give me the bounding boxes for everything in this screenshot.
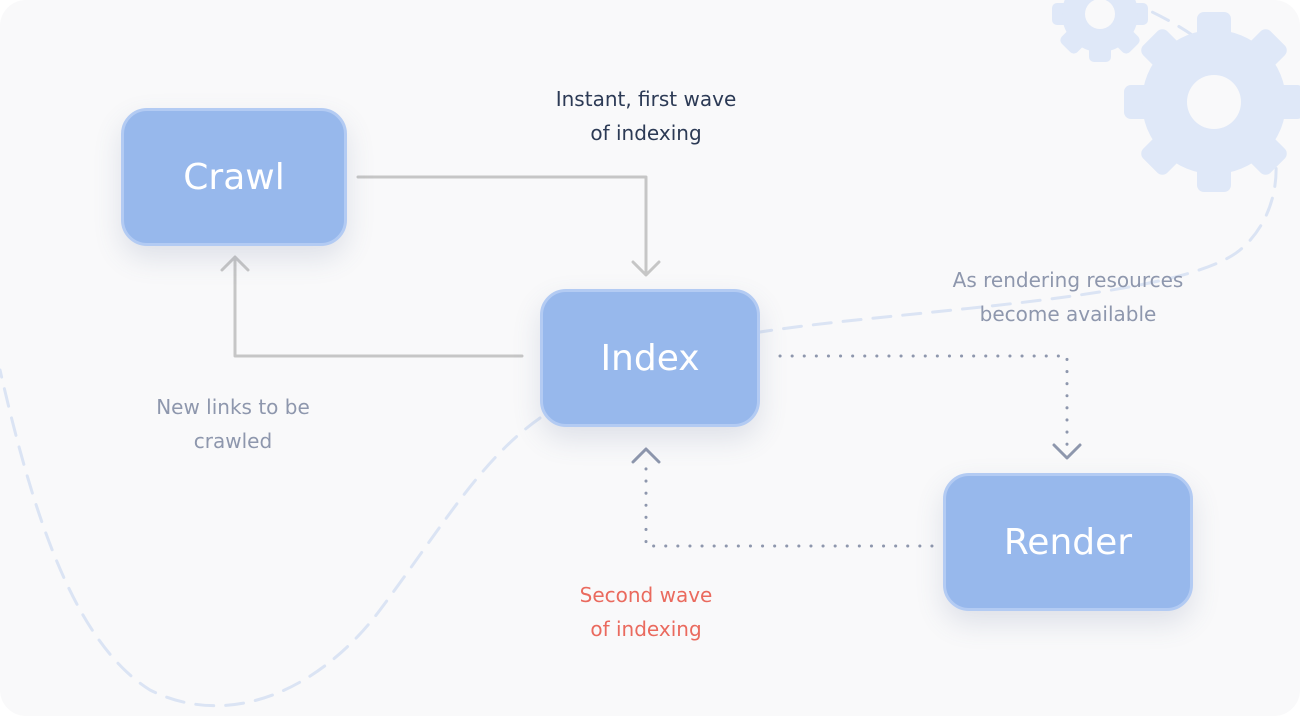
- arrow-index-to-render: [778, 354, 1082, 460]
- first-wave-label: Instant, first wave of indexing: [555, 87, 737, 145]
- crawl-node: Crawl: [121, 108, 347, 246]
- new-links-label: New links to be crawled: [156, 395, 310, 453]
- gear-icon-small: [1052, 0, 1148, 62]
- rendering-resources-label: As rendering resources become available: [952, 268, 1184, 326]
- index-node: Index: [540, 289, 760, 427]
- arrow-crawl-to-index: [356, 175, 661, 277]
- gear-icon-large: [1124, 12, 1300, 192]
- second-wave-label: Second wave of indexing: [579, 583, 713, 641]
- arrow-index-to-crawl: [220, 255, 524, 358]
- render-node: Render: [943, 473, 1193, 611]
- arrow-render-to-index: [631, 447, 934, 548]
